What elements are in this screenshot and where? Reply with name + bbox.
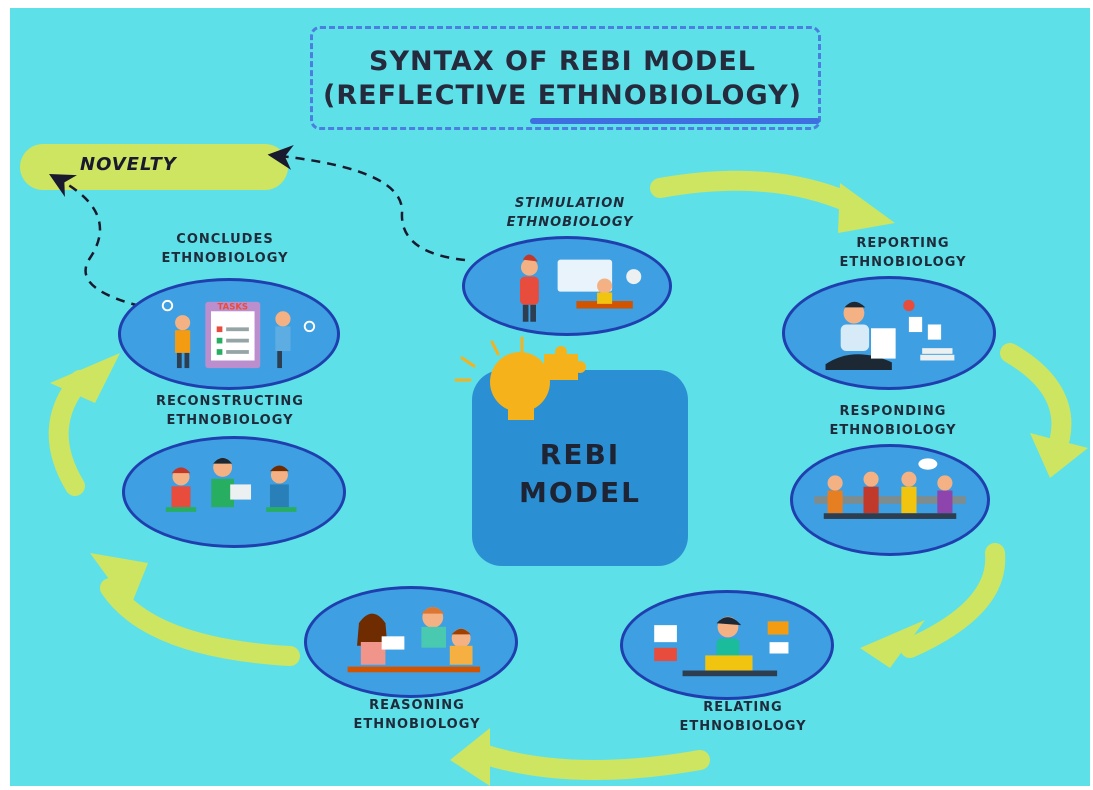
concludes-circle: TASKS — [118, 278, 340, 390]
stimulation-label-line-2: ETHNOBIOLOGY — [506, 215, 634, 230]
diagram-canvas: SYNTAX OF REBI MODEL (REFLECTIVE ETHNOBI… — [10, 8, 1090, 786]
title-accent-bar — [530, 118, 820, 124]
task-board-illustration: TASKS — [161, 299, 316, 369]
children-in-chairs-illustration — [165, 457, 297, 512]
reporting-circle — [782, 276, 996, 390]
curved-arrow-icon — [470, 743, 710, 780]
relating-label-line-1: RELATING — [703, 700, 783, 715]
curved-arrow-icon — [100, 578, 300, 666]
novelty-label: NOVELTY — [80, 154, 177, 175]
reconstructing-label: RECONSTRUCTING ETHNOBIOLOGY — [110, 392, 350, 430]
responding-label-line-1: RESPONDING — [839, 404, 947, 419]
reporting-label-line-1: REPORTING — [856, 236, 950, 251]
group-discussion-illustration — [814, 458, 966, 519]
reasoning-circle — [304, 586, 518, 698]
center-title-line-2: MODEL — [519, 476, 641, 509]
reasoning-label: REASONING ETHNOBIOLOGY — [302, 696, 532, 734]
lightbulb-icon — [454, 336, 586, 420]
stimulation-label-line-1: STIMULATION — [514, 196, 626, 211]
title-frame — [310, 26, 821, 130]
relating-label-line-2: ETHNOBIOLOGY — [679, 719, 807, 734]
responding-circle — [790, 444, 990, 556]
curved-arrow-icon — [650, 170, 860, 213]
curved-arrow-icon — [48, 370, 90, 496]
title-line-1: SYNTAX OF REBI MODEL — [369, 46, 756, 77]
reconstructing-label-line-1: RECONSTRUCTING — [156, 394, 304, 409]
relating-label: RELATING ETHNOBIOLOGY — [628, 698, 858, 736]
novelty-pill: NOVELTY — [20, 144, 288, 190]
tasks-board-text: TASKS — [218, 302, 249, 312]
concludes-label-line-2: ETHNOBIOLOGY — [161, 251, 289, 266]
responding-label-line-2: ETHNOBIOLOGY — [829, 423, 957, 438]
children-reading-illustration — [347, 606, 481, 673]
responding-label: RESPONDING ETHNOBIOLOGY — [778, 402, 1008, 440]
stimulation-circle — [462, 236, 672, 336]
relating-circle — [620, 590, 834, 700]
concludes-label: CONCLUDES ETHNOBIOLOGY — [110, 230, 340, 268]
person-reading-report-illustration — [825, 299, 955, 370]
title-line-2: (REFLECTIVE ETHNOBIOLOGY) — [323, 80, 802, 111]
teacher-presenting-illustration — [520, 254, 642, 322]
stimulation-label: STIMULATION ETHNOBIOLOGY — [455, 194, 685, 232]
center-title-line-1: REBI — [539, 438, 621, 471]
reporting-label: REPORTING ETHNOBIOLOGY — [788, 234, 1018, 272]
reasoning-label-line-2: ETHNOBIOLOGY — [353, 717, 481, 732]
reconstructing-circle — [122, 436, 346, 548]
reconstructing-label-line-2: ETHNOBIOLOGY — [166, 413, 294, 428]
curved-arrow-icon — [1000, 343, 1072, 448]
person-with-laptop-illustration — [654, 616, 789, 677]
puzzle-piece-icon — [544, 354, 578, 380]
reasoning-label-line-1: REASONING — [369, 698, 465, 713]
curved-arrow-icon — [900, 543, 1006, 658]
concludes-label-line-1: CONCLUDES — [176, 232, 274, 247]
reporting-label-line-2: ETHNOBIOLOGY — [839, 255, 967, 270]
